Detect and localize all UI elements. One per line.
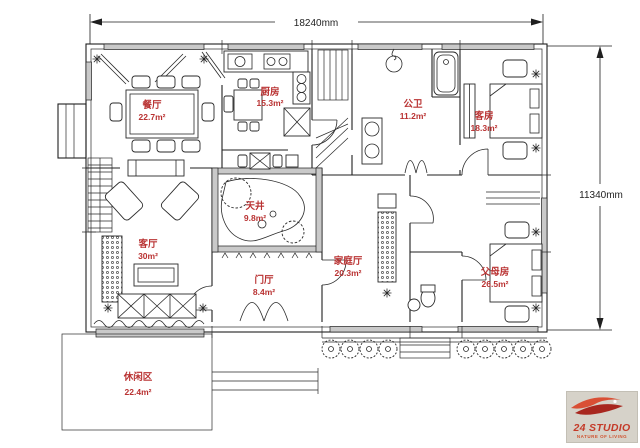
fan-icon <box>531 303 541 313</box>
living-room-furniture <box>93 159 208 338</box>
living-room-name: 客厅 <box>137 238 158 250</box>
public-bathroom-name: 公卫 <box>403 99 423 110</box>
parents-room-furniture <box>486 191 543 323</box>
room-label-family-room: 家庭厅 20.3m² <box>334 255 363 278</box>
porch <box>321 337 552 359</box>
kitchen-name: 厨房 <box>260 86 279 98</box>
kitchen-area: 15.3m² <box>257 98 284 108</box>
public-bathroom-area: 11.2m² <box>400 111 427 121</box>
foyer-area: 8.4m² <box>253 287 275 297</box>
courtyard-name: 天井 <box>245 200 265 212</box>
family-room-furniture <box>377 193 397 298</box>
dimension-right: 11340mm <box>547 45 623 331</box>
dining-furniture <box>92 54 215 153</box>
foyer-name: 门厅 <box>254 274 274 286</box>
room-labels: 餐厅 22.7m² 厨房 15.3m² 公卫 11.2m² 客房 18.3m² … <box>123 86 510 397</box>
fan-icon <box>531 143 541 153</box>
leisure-area-name: 休闲区 <box>123 371 153 383</box>
room-label-dining: 餐厅 22.7m² <box>139 99 166 122</box>
leisure-terrace <box>61 333 319 431</box>
room-label-parents-room: 父母房 26.5m² <box>480 266 510 289</box>
stairs <box>87 49 349 233</box>
bird-swoosh-icon <box>571 397 623 415</box>
doors <box>97 51 489 322</box>
bathroom-fixtures <box>361 48 459 165</box>
guest-room-furniture <box>463 59 543 160</box>
room-label-courtyard: 天井 9.8m² <box>244 200 266 223</box>
fan-icon <box>531 227 541 237</box>
guest-room-name: 客房 <box>473 110 493 122</box>
room-label-living-room: 客厅 30m² <box>137 238 158 261</box>
courtyard-area: 9.8m² <box>244 213 266 223</box>
family-room-name: 家庭厅 <box>334 255 363 267</box>
leisure-area-area: 22.4m² <box>125 387 152 397</box>
exterior-walls <box>57 43 548 333</box>
fan-icon <box>199 54 209 64</box>
dining-room-area: 22.7m² <box>139 112 166 122</box>
dining-room-name: 餐厅 <box>141 99 162 111</box>
ensuite-fixtures <box>407 284 436 312</box>
kitchen-furniture <box>223 50 311 137</box>
parents-room-name: 父母房 <box>480 266 510 278</box>
room-label-public-bathroom: 公卫 11.2m² <box>400 99 427 121</box>
fan-icon <box>92 54 102 64</box>
studio-logo-title: 24 STUDIO <box>573 422 631 434</box>
room-label-foyer: 门厅 8.4m² <box>253 274 275 297</box>
room-label-leisure-area: 休闲区 22.4m² <box>123 371 153 397</box>
dimension-right-label: 11340mm <box>579 190 623 201</box>
fan-icon <box>531 69 541 79</box>
dimension-top: 18240mm <box>89 14 544 44</box>
room-label-kitchen: 厨房 15.3m² <box>257 86 284 108</box>
courtyard-garden <box>220 152 313 259</box>
fan-icon <box>198 303 208 313</box>
courtyard-walls <box>211 167 323 253</box>
family-room-area: 20.3m² <box>335 268 362 278</box>
studio-logo: 24 STUDIO NATURE OF LIVING <box>566 391 638 443</box>
room-label-guest-room: 客房 18.3m² <box>471 110 498 133</box>
dimension-top-label: 18240mm <box>294 18 338 29</box>
living-room-area: 30m² <box>138 251 158 261</box>
parents-room-area: 26.5m² <box>482 279 509 289</box>
fan-icon <box>382 288 392 298</box>
fan-icon <box>103 303 113 313</box>
windows <box>85 43 548 333</box>
studio-logo-subtitle: NATURE OF LIVING <box>576 433 628 439</box>
stair-hall <box>315 49 349 169</box>
guest-room-area: 18.3m² <box>471 123 498 133</box>
